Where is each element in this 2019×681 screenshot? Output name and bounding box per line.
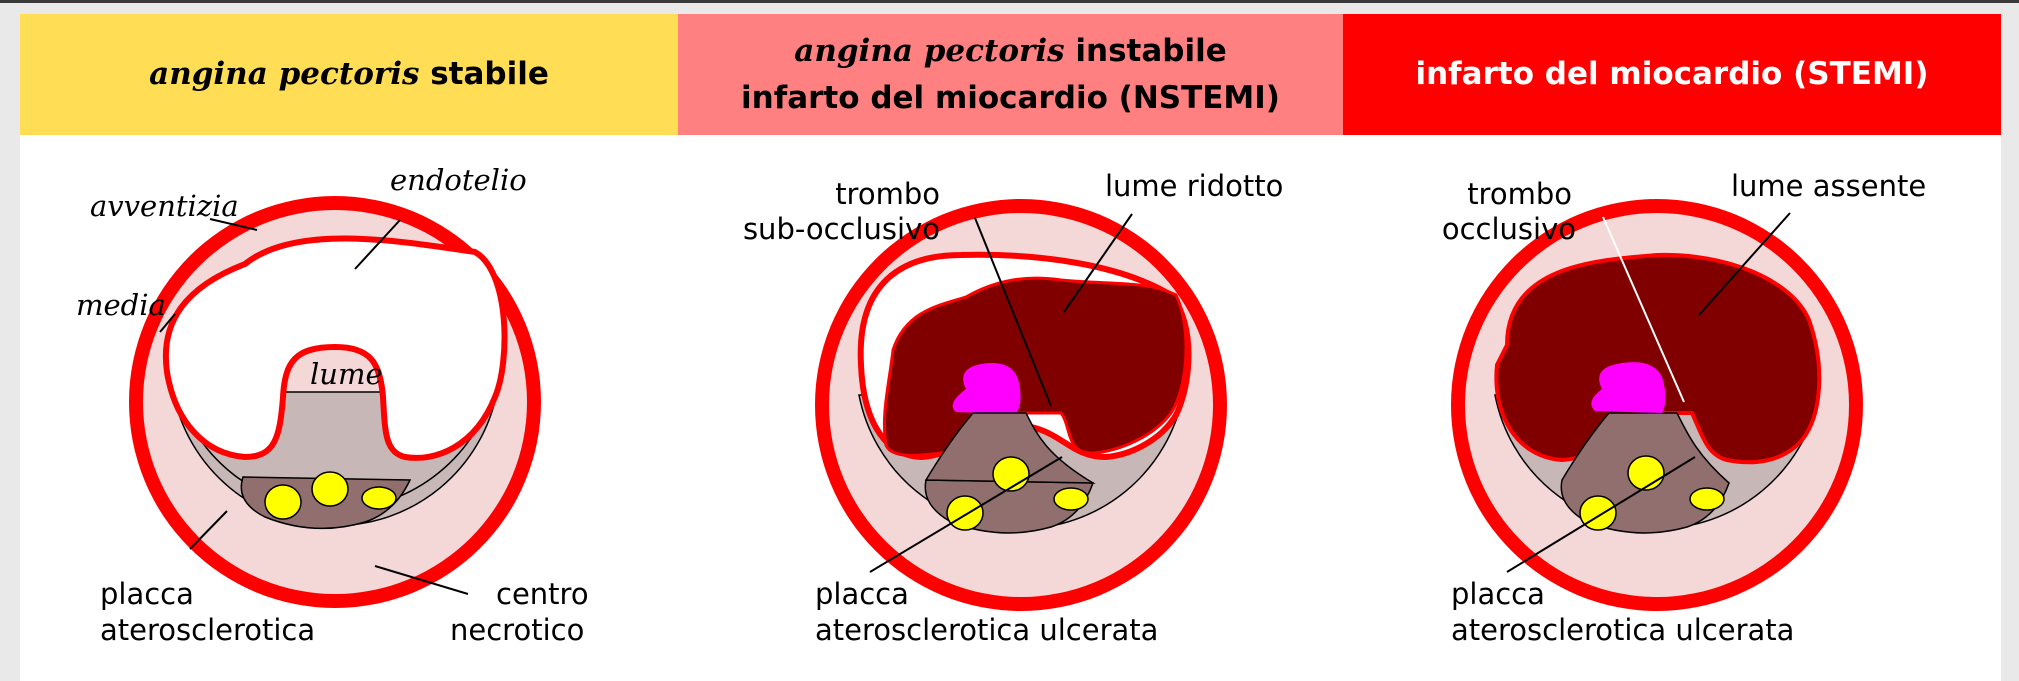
label-trombo-2: occlusivo	[1442, 212, 1576, 246]
lipid-droplet	[1054, 488, 1088, 510]
label-placca-2: aterosclerotica ulcerata	[1451, 613, 1794, 647]
panel-stable	[129, 196, 541, 608]
lipid-droplet	[265, 485, 301, 519]
label-trombo-1: trombo	[1467, 177, 1572, 211]
label-trombo-1: trombo	[835, 177, 940, 211]
lipid-droplet	[993, 457, 1029, 491]
label-endotelio: endotelio	[390, 163, 527, 197]
panel-nstemi	[815, 199, 1227, 611]
lipid-droplet	[362, 487, 396, 509]
label-centro-1: centro	[496, 577, 589, 611]
label-placca-1: placca	[100, 577, 194, 611]
label-lume-assente: lume assente	[1731, 169, 1926, 203]
lipid-droplet	[947, 496, 983, 530]
top-border	[0, 0, 2019, 3]
label-placca-1: placca	[1451, 577, 1545, 611]
label-lume: lume	[310, 357, 383, 391]
label-placca-2: aterosclerotica ulcerata	[815, 613, 1158, 647]
label-trombo-2: sub-occlusivo	[743, 212, 940, 246]
label-avventizia: avventizia	[90, 189, 239, 223]
diagram-canvas: angina pectoris stabile angina pectoris …	[20, 14, 2001, 681]
label-media: media	[76, 288, 166, 322]
label-placca-1: placca	[815, 577, 909, 611]
label-placca-2: aterosclerotica	[100, 613, 315, 647]
label-lume-ridotto: lume ridotto	[1105, 169, 1283, 203]
lipid-droplet	[1690, 488, 1724, 510]
label-centro-2: necrotico	[450, 613, 584, 647]
lipid-droplet	[312, 472, 348, 506]
panel-stemi	[1451, 199, 1863, 611]
diagram-svg: avventizia endotelio media lume placca a…	[20, 14, 2001, 681]
lipid-droplet	[1628, 456, 1664, 490]
